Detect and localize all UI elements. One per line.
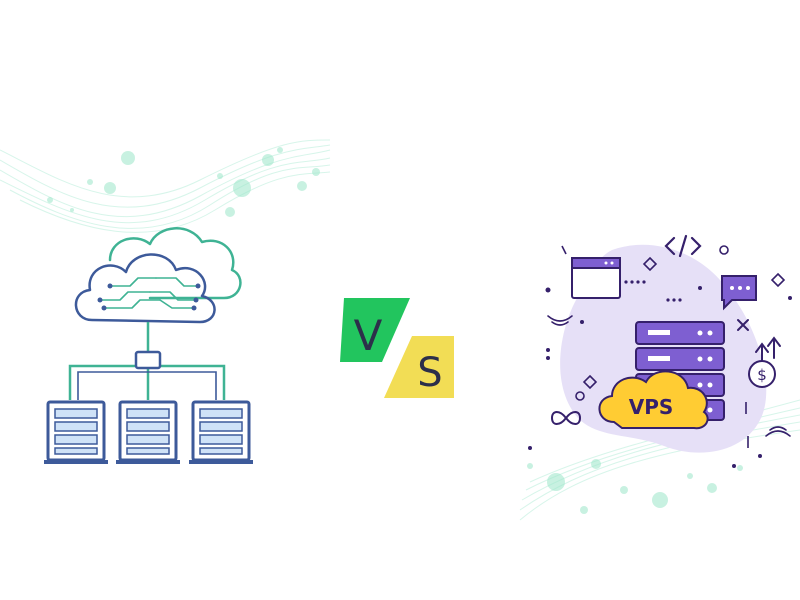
code-icon [664, 234, 702, 258]
decorative-outlines [561, 245, 786, 448]
v-letter: V [354, 311, 383, 360]
server-rack-3 [189, 400, 253, 464]
server-rack-2 [116, 400, 180, 464]
decorative-wave-left [0, 139, 331, 233]
dollar-coin-icon: $ [748, 336, 781, 388]
server-rack-1 [44, 400, 108, 464]
decorative-dots-left [47, 147, 320, 217]
infinity-icon [550, 411, 582, 425]
chat-bubble-icon [721, 275, 757, 311]
vps-cloud-badge: VPS [598, 370, 709, 430]
network-hub-icon [134, 350, 162, 370]
vps-label: VPS [629, 395, 674, 419]
cloud-hosting-illustration [44, 227, 253, 464]
cloud-icon [74, 227, 242, 324]
vps-illustration: VPS [528, 234, 792, 468]
s-letter: S [417, 350, 442, 396]
decorative-dots-row [624, 280, 682, 302]
server-rack-icon [44, 400, 253, 464]
svg-text:$: $ [757, 366, 767, 384]
wifi-signal-icon [547, 315, 791, 437]
browser-window-icon [571, 257, 621, 299]
decorative-dots-right [527, 459, 743, 514]
vs-badge: V S [340, 298, 454, 398]
v-badge-shape [340, 298, 410, 362]
decorative-marks [528, 286, 792, 468]
close-icon [737, 319, 749, 331]
s-badge-shape [384, 336, 454, 398]
